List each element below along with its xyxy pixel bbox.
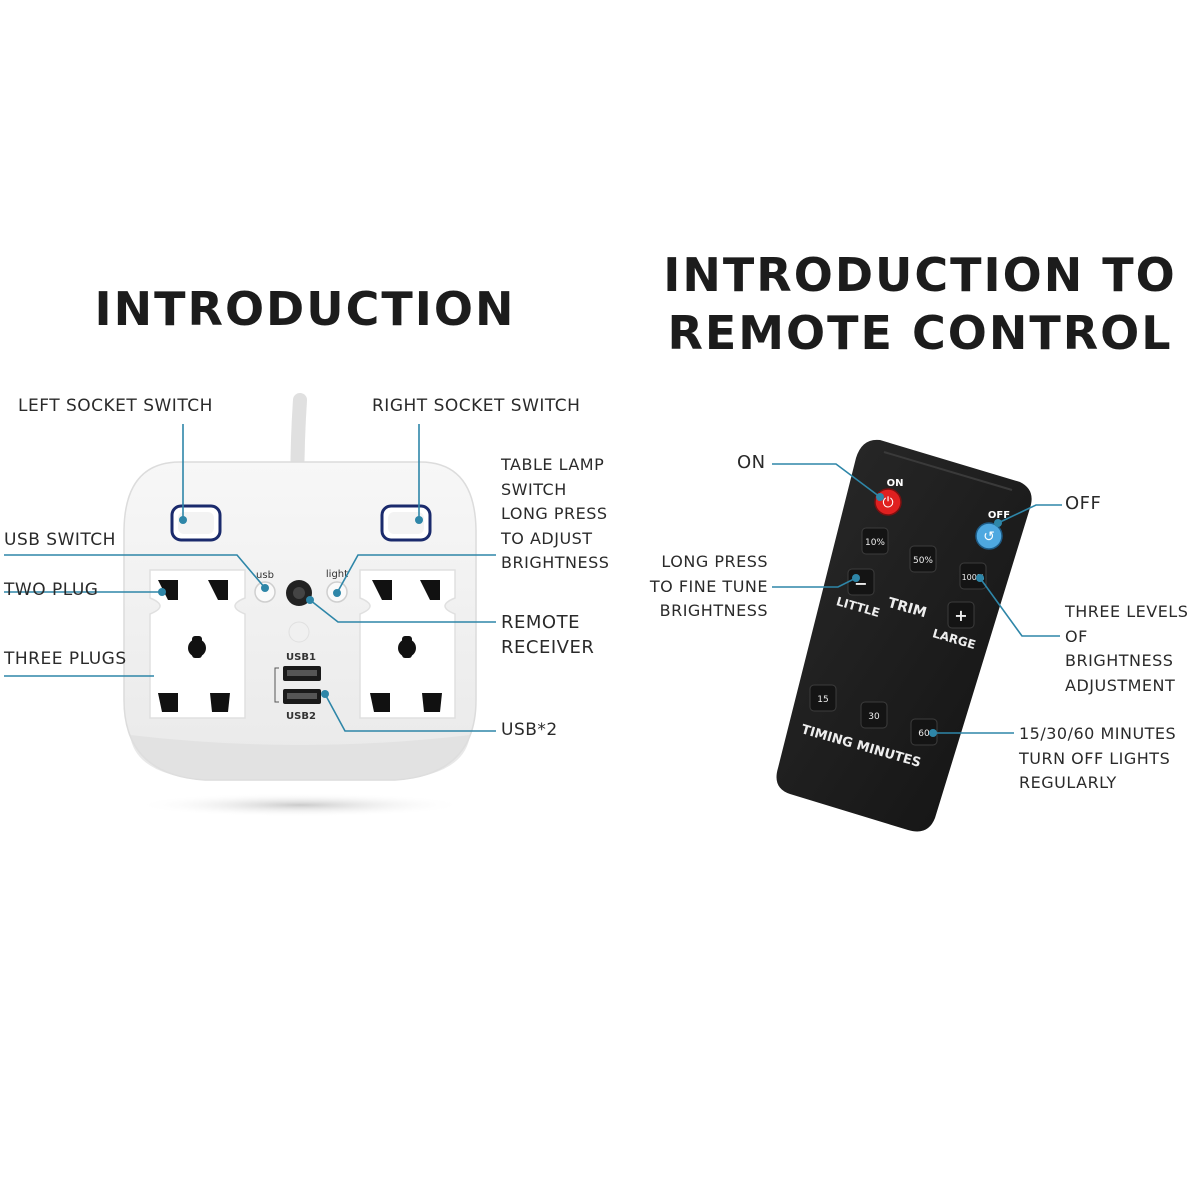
three-levels-label: THREE LEVELS OF BRIGHTNESS ADJUSTMENT <box>1065 602 1189 695</box>
right-socket-switch-label: RIGHT SOCKET SWITCH <box>372 396 581 416</box>
trim-minus-button[interactable]: − <box>847 568 875 596</box>
on-button-text: ON <box>887 478 904 489</box>
usb-button-text: usb <box>256 570 274 581</box>
right-universal-socket <box>359 569 456 719</box>
timer-15-button[interactable]: 15 <box>809 684 837 712</box>
brightness-100-button[interactable]: 100% <box>959 562 987 590</box>
remote-title-line2: REMOTE CONTROL <box>667 306 1173 360</box>
table-lamp-switch-label: TABLE LAMP SWITCH LONG PRESS TO ADJUST B… <box>501 455 610 572</box>
usb1-text: USB1 <box>286 652 316 663</box>
strip-shadow <box>135 793 465 817</box>
usb-switch-label: USB SWITCH <box>4 530 116 550</box>
b50-text: 50% <box>913 556 933 566</box>
off-label: OFF <box>1065 493 1102 514</box>
off-button-text: OFF <box>988 510 1010 521</box>
b100-text: 100% <box>962 573 985 582</box>
brightness-10-button[interactable]: 10% <box>861 527 889 555</box>
on-label: ON <box>737 452 766 473</box>
off-button[interactable] <box>975 522 1003 550</box>
strip-leader-lines <box>4 424 496 732</box>
timing-label: 15/30/60 MINUTES TURN OFF LIGHTS REGULAR… <box>1019 724 1177 792</box>
timer-30-button[interactable]: 30 <box>860 701 888 729</box>
three-plugs-label: THREE PLUGS <box>4 649 127 669</box>
t60-text: 60 <box>918 729 930 739</box>
trim-plus-button[interactable]: + <box>947 601 975 629</box>
remote-leader-dots <box>852 493 1002 737</box>
light-button-text: light <box>326 569 348 580</box>
remote-control-title: INTRODUCTION TO REMOTE CONTROL <box>660 246 1180 362</box>
remote-title-line1: INTRODUCTION TO <box>663 248 1177 302</box>
usb-x2-label: USB*2 <box>501 720 558 740</box>
b10-text: 10% <box>865 538 885 548</box>
plus-text: + <box>954 606 967 625</box>
power-icon: ⏻ <box>882 495 893 511</box>
long-press-label: LONG PRESS TO FINE TUNE BRIGHTNESS <box>649 552 768 620</box>
right-socket-switch[interactable] <box>380 504 432 542</box>
t15-text: 15 <box>817 695 828 705</box>
remote-receiver-label: REMOTE RECEIVER <box>501 612 595 658</box>
timer-60-button[interactable]: 60 <box>910 718 938 746</box>
two-plug-label: TWO PLUG <box>4 580 99 600</box>
standby-icon: ↺ <box>983 529 995 545</box>
remote-leader-lines <box>772 463 1062 734</box>
receiver-indicator <box>288 621 310 643</box>
introduction-title: INTRODUCTION <box>94 282 516 336</box>
strip-base-edge <box>130 735 470 780</box>
power-strip: usb light USB1 USB2 <box>123 393 477 817</box>
strip-leader-dots <box>158 516 423 698</box>
brightness-50-button[interactable]: 50% <box>909 545 937 573</box>
left-universal-socket <box>149 569 246 719</box>
left-socket-switch[interactable] <box>170 504 222 542</box>
left-socket-switch-label: LEFT SOCKET SWITCH <box>18 396 213 416</box>
usb2-text: USB2 <box>286 711 316 722</box>
remote-control: ⏻ ON ↺ OFF 10% 50% 100% − + LITTLE TRIM … <box>776 439 1032 832</box>
remote-body <box>776 439 1032 832</box>
t30-text: 30 <box>868 712 880 722</box>
